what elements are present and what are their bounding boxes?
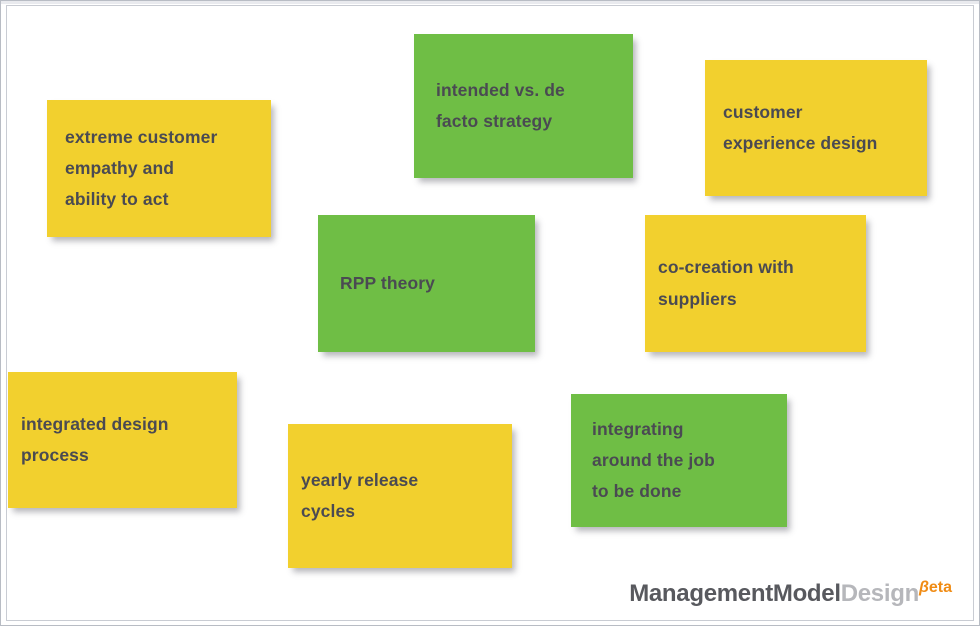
sticky-note-intended-vs-de-facto-strategy[interactable]: intended vs. de facto strategy — [414, 34, 633, 178]
sticky-note-label: customer experience design — [723, 101, 878, 153]
sticky-note-yearly-release-cycles[interactable]: yearly release cycles — [288, 424, 512, 568]
brand-logo: ManagementModelDesignβeta — [629, 580, 952, 606]
sticky-note-rpp-theory[interactable]: RPP theory — [318, 215, 535, 352]
sticky-note-co-creation-with-suppliers[interactable]: co-creation with suppliers — [645, 215, 866, 352]
sticky-note-customer-experience-design[interactable]: customer experience design — [705, 60, 927, 196]
brand-name-secondary: Design — [840, 580, 920, 607]
beta-glyph: β — [918, 579, 929, 596]
brand-beta-badge: βeta — [919, 579, 952, 596]
sticky-note-label: RPP theory — [340, 272, 436, 293]
sticky-note-label: integrating around the job to be done — [592, 418, 715, 502]
sticky-note-integrated-design-process[interactable]: integrated design process — [8, 372, 237, 508]
sticky-note-extreme-customer-empathy[interactable]: extreme customer empathy and ability to … — [47, 100, 271, 237]
sticky-note-label: yearly release cycles — [301, 469, 419, 521]
sticky-note-label: extreme customer empathy and ability to … — [65, 126, 218, 210]
sticky-note-label: co-creation with suppliers — [658, 257, 794, 309]
beta-suffix: eta — [928, 579, 952, 596]
brand-name-primary: ManagementModel — [629, 580, 841, 607]
sticky-note-integrating-around-the-job[interactable]: integrating around the job to be done — [571, 394, 787, 527]
sticky-note-label: intended vs. de facto strategy — [436, 79, 565, 131]
sticky-note-label: integrated design process — [21, 413, 169, 465]
